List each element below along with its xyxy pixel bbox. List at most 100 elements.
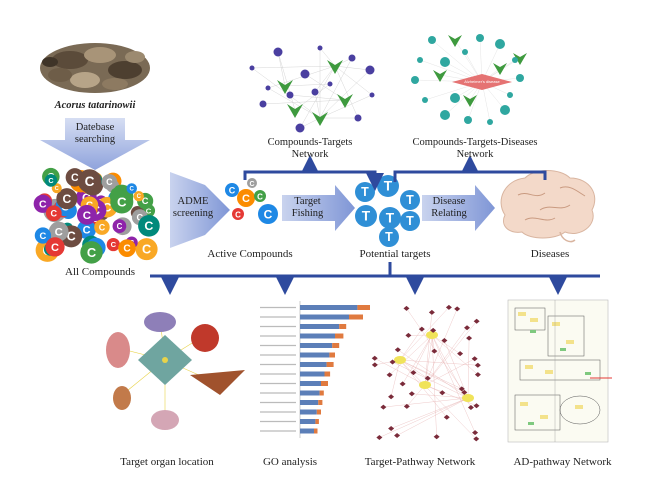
go-bar [321, 381, 328, 386]
svg-text:C: C [76, 174, 85, 189]
compound-node: C [80, 196, 99, 214]
network-node [411, 76, 419, 84]
network-node [295, 123, 305, 133]
svg-text:C: C [93, 217, 98, 224]
svg-text:C: C [103, 200, 112, 214]
svg-text:C: C [85, 174, 95, 189]
target-node [403, 305, 410, 311]
go-bar [300, 362, 327, 367]
network-node [440, 110, 450, 120]
compound-node: C [76, 219, 97, 240]
target-node [388, 425, 395, 431]
svg-text:C: C [85, 175, 95, 190]
compound-node: C [35, 238, 60, 262]
go-bar [332, 343, 340, 348]
network-node [513, 53, 527, 65]
compound-node: C [43, 198, 67, 223]
compound-node: C [41, 236, 60, 255]
compound-node: C [56, 188, 78, 210]
go-bar [300, 324, 340, 329]
target-node [473, 436, 480, 442]
go-bar [300, 343, 333, 348]
target-node [464, 325, 471, 331]
compound-node: C [108, 191, 121, 204]
target-node [461, 389, 468, 395]
svg-text:C: C [111, 240, 117, 249]
compound-node: C [59, 201, 77, 220]
compound-node: C [45, 205, 62, 222]
target-node [410, 370, 417, 376]
network-node [327, 60, 343, 74]
go-bar [300, 390, 320, 396]
network-node [327, 81, 333, 87]
network-node [273, 47, 283, 57]
network-node [487, 119, 493, 125]
compound-node: C [75, 187, 97, 209]
svg-text:C: C [106, 177, 113, 187]
svg-text:C: C [122, 198, 128, 208]
svg-text:C: C [257, 193, 263, 202]
go-bar [300, 428, 314, 434]
svg-text:T: T [362, 209, 371, 224]
svg-text:C: C [137, 212, 144, 222]
target-node [445, 304, 452, 310]
svg-text:C: C [110, 182, 116, 191]
go-bar [316, 409, 321, 415]
network-node [476, 34, 484, 42]
compound-node: C [104, 172, 122, 190]
compound-node: C [61, 228, 74, 241]
go-bar [300, 333, 335, 339]
compound-node: C [85, 176, 96, 188]
network-node [500, 105, 510, 115]
svg-text:C: C [142, 243, 151, 257]
svg-text:C: C [40, 231, 47, 241]
svg-text:C: C [65, 232, 70, 239]
svg-text:T: T [406, 193, 414, 207]
target-node [458, 386, 465, 392]
svg-text:T: T [384, 179, 393, 194]
compound-node: C [109, 184, 134, 209]
compound-node: C [106, 237, 120, 252]
network-node [463, 95, 477, 107]
target-node [441, 337, 448, 343]
network-node [354, 114, 362, 122]
compound-node: C [34, 227, 52, 244]
network-node [462, 49, 468, 55]
compound-node: C [53, 199, 72, 218]
svg-text:C: C [119, 222, 127, 233]
target-node [386, 372, 393, 378]
svg-text:C: C [88, 178, 97, 192]
svg-text:T: T [386, 211, 395, 226]
compound-node: C [118, 239, 136, 257]
target-node [405, 332, 412, 338]
target-node [394, 347, 401, 353]
network-node [369, 92, 375, 98]
svg-text:C: C [92, 175, 98, 185]
svg-text:C: C [87, 245, 96, 260]
target-node [471, 356, 478, 362]
ctd-center-label: Alzheimer's disease [464, 79, 500, 84]
svg-text:C: C [39, 199, 47, 210]
target-node [371, 355, 378, 361]
network-node [312, 112, 328, 126]
active-compounds-label: Active Compounds [207, 248, 293, 260]
svg-text:C: C [130, 187, 135, 193]
compound-node: C [55, 196, 76, 217]
network-node [259, 100, 267, 108]
target-node: T [355, 182, 375, 202]
pathway-node [394, 356, 406, 364]
analysis-label-organ: Target organ location [120, 456, 214, 468]
compound-node: C [133, 190, 144, 202]
svg-text:C: C [41, 196, 47, 206]
potential-targets-label: Potential targets [359, 248, 431, 260]
go-bar [357, 305, 370, 310]
compound-node: C [33, 194, 52, 213]
svg-text:C: C [229, 186, 236, 196]
svg-text:C: C [48, 245, 54, 254]
svg-text:C: C [99, 199, 104, 206]
network-node [277, 80, 293, 94]
svg-text:C: C [142, 196, 149, 206]
target-node [376, 434, 383, 440]
compound-node: C [141, 204, 156, 218]
target-node [399, 381, 406, 387]
